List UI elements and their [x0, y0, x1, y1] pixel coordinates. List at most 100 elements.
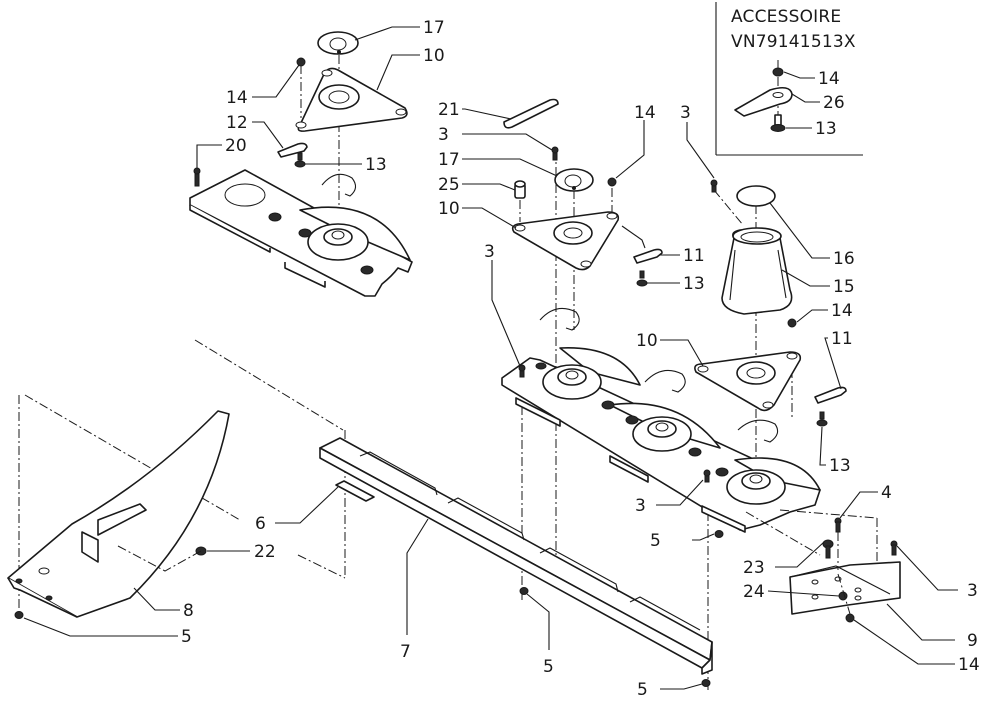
callout-labels: 17 10 14 12 20 13 21 3 17 25 10 14 3 11 … [181, 18, 980, 700]
accessory-title: ACCESSOIRE [731, 7, 841, 27]
skid-3 [701, 505, 746, 533]
callout-10c: 10 [636, 331, 658, 351]
hub-3-icon [715, 467, 786, 505]
end-bracket-assembly [745, 491, 958, 665]
callout-11a: 11 [683, 246, 705, 266]
leader-15 [781, 269, 830, 287]
bolt-3a-icon [551, 146, 559, 161]
callout-21: 21 [438, 100, 460, 120]
nut-5a-icon [714, 530, 724, 538]
triangular-disc-10c-icon [694, 351, 802, 412]
leader-3c [491, 260, 521, 367]
leader-5d [23, 617, 178, 637]
leader-17b [462, 158, 558, 177]
bolt-13b-icon [636, 270, 648, 287]
callout-13a: 13 [365, 155, 387, 175]
nut-22-icon [195, 546, 207, 556]
hub-2-icon [625, 415, 702, 457]
accessory-bolt-head [770, 124, 786, 132]
blade-11a-icon [633, 248, 663, 264]
skid-2 [609, 455, 649, 483]
upper-middle-components [462, 98, 680, 570]
callout-9: 9 [967, 631, 978, 651]
callout-3e: 3 [967, 581, 978, 601]
accessory-blade-hole [772, 92, 784, 98]
axis-deflector-diagonal [24, 394, 241, 521]
callout-5d: 5 [181, 627, 192, 647]
main-cutter-bar [491, 260, 847, 690]
leader-14c [796, 309, 828, 323]
leader-16 [769, 202, 830, 259]
callout-22: 22 [254, 542, 276, 562]
callout-acc-13: 13 [815, 119, 837, 139]
drum-assembly [686, 122, 830, 480]
nut-5b-icon [519, 587, 529, 595]
nut-5c-icon [701, 679, 711, 687]
callout-5a: 5 [650, 531, 661, 551]
bolt-3c-icon [518, 364, 526, 378]
accessory-part-number: VN79141513X [731, 32, 856, 52]
side-deflector-assembly [7, 394, 250, 637]
disc-guard-1 [559, 347, 641, 386]
bolt-13-icon [294, 152, 306, 168]
callout-15: 15 [833, 277, 855, 297]
axis-bracket-1 [745, 511, 821, 556]
callout-14b: 14 [634, 103, 656, 123]
leader-17a [354, 26, 420, 41]
axis-beam-left [194, 339, 344, 431]
callout-8: 8 [183, 601, 194, 621]
axis-beam-bottom [297, 554, 346, 579]
link-21-icon [503, 98, 559, 129]
leader-6 [275, 486, 339, 524]
accessory-box: ACCESSOIRE VN79141513X 14 26 13 [715, 2, 863, 156]
bolt-20-icon [193, 167, 201, 187]
beam-assembly [194, 339, 713, 690]
nut-14c-icon [787, 318, 797, 328]
callout-20: 20 [225, 136, 247, 156]
bolt-23-icon [822, 539, 834, 559]
leader-5b [526, 593, 550, 650]
leader-acc-26 [791, 93, 820, 103]
leader-13c [819, 426, 826, 466]
accessory-bolt-icon [774, 114, 782, 126]
callout-13b: 13 [683, 274, 705, 294]
bolt-3b-icon [710, 179, 718, 193]
disc-cover-17b-icon [554, 168, 594, 192]
axis-bolt-3b [713, 189, 744, 226]
callout-3a: 3 [438, 125, 449, 145]
rotation-arrow-2-icon [539, 307, 580, 331]
end-bracket-9-icon [789, 561, 901, 615]
axis-nut-14d [837, 573, 851, 615]
leader-acc-14 [783, 71, 815, 79]
leader-11b [824, 337, 842, 390]
axis-bracket-2 [779, 509, 878, 519]
callout-14c: 14 [831, 301, 853, 321]
cap-16-icon [736, 185, 776, 207]
leader-8 [133, 587, 180, 611]
callout-16: 16 [833, 249, 855, 269]
callout-12: 12 [226, 113, 248, 133]
bolt-4-icon [834, 517, 842, 533]
callout-17b: 17 [438, 150, 460, 170]
disc-cover-17-icon [317, 31, 359, 55]
leader-14a [252, 64, 300, 98]
blade-12-icon [277, 142, 308, 158]
bolt-3e-icon [890, 540, 898, 556]
stud-25-icon [514, 180, 526, 199]
callout-3d: 3 [635, 496, 646, 516]
rotation-arrow-icon [321, 173, 357, 197]
disc-guard-3 [734, 457, 821, 491]
callout-acc-14: 14 [818, 69, 840, 89]
callout-24: 24 [743, 582, 765, 602]
leader-25 [462, 183, 516, 191]
leader-10c [660, 339, 704, 367]
accessory-nut-icon [772, 67, 784, 77]
leader-12 [252, 121, 284, 149]
callout-4: 4 [881, 483, 892, 503]
leader-5a [692, 533, 715, 541]
cutter-bar-left-icon [189, 169, 413, 297]
rotation-arrow-4-icon [737, 419, 779, 443]
skid-1 [515, 397, 561, 427]
leader-20 [196, 144, 222, 168]
leader-3d [656, 479, 704, 506]
